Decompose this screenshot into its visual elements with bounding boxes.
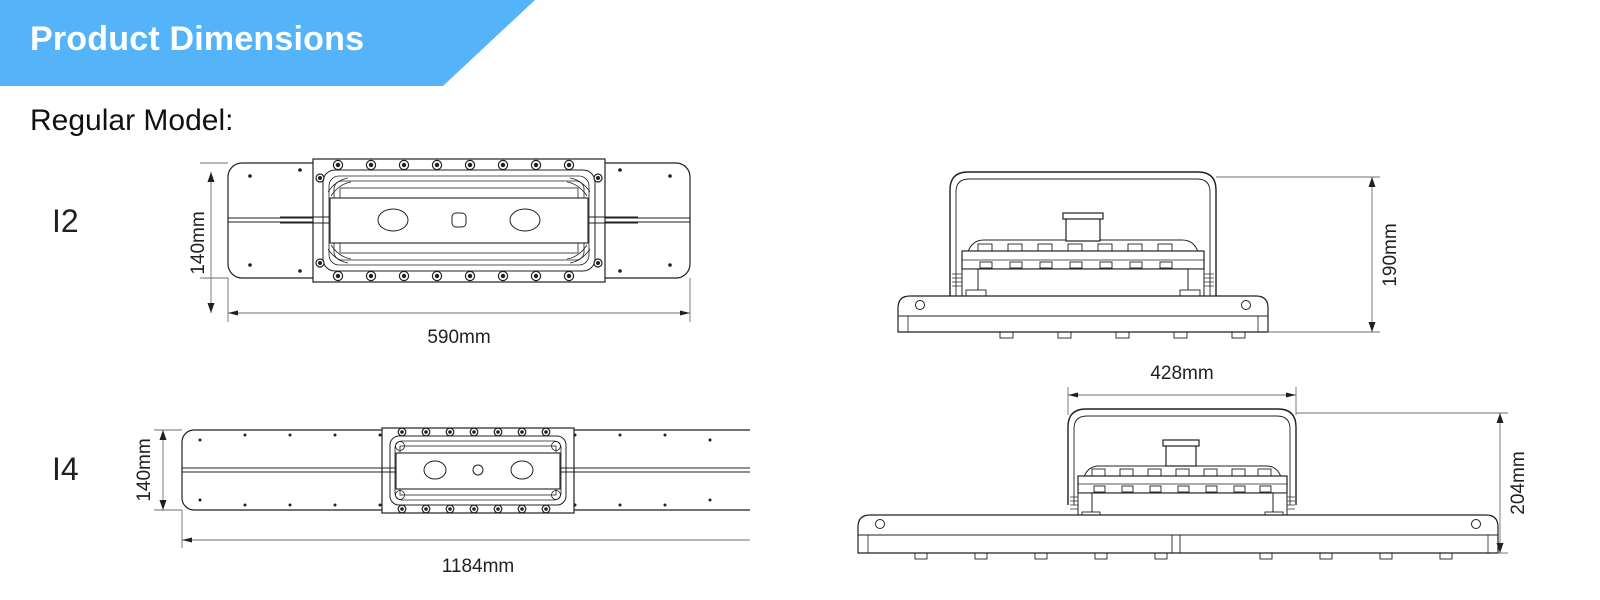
i4-top-height-dim: 140mm (134, 438, 155, 501)
section-label: Regular Model: (30, 104, 234, 137)
i2-top-height-dim: 140mm (188, 211, 209, 274)
i4-side-width-dim: 428mm (1150, 365, 1213, 384)
i4-top-view-drawing: 140mm 1184mm (130, 400, 750, 580)
model-label-i2: I2 (52, 203, 79, 239)
i2-top-width-dim: 590mm (427, 327, 490, 348)
i4-top-width-dim: 1184mm (442, 556, 515, 577)
i4-side-height-dim: 204mm (1508, 451, 1529, 514)
i4-side-view-drawing: 428mm 204mm (840, 365, 1540, 595)
model-label-i4: I4 (52, 451, 79, 487)
i2-top-view-drawing: 140mm 590mm (180, 150, 720, 360)
header-banner (0, 0, 535, 86)
i2-side-view-drawing: 190mm (880, 150, 1440, 350)
page-title: Product Dimensions (30, 20, 365, 58)
i2-side-height-dim: 190mm (1380, 223, 1401, 286)
